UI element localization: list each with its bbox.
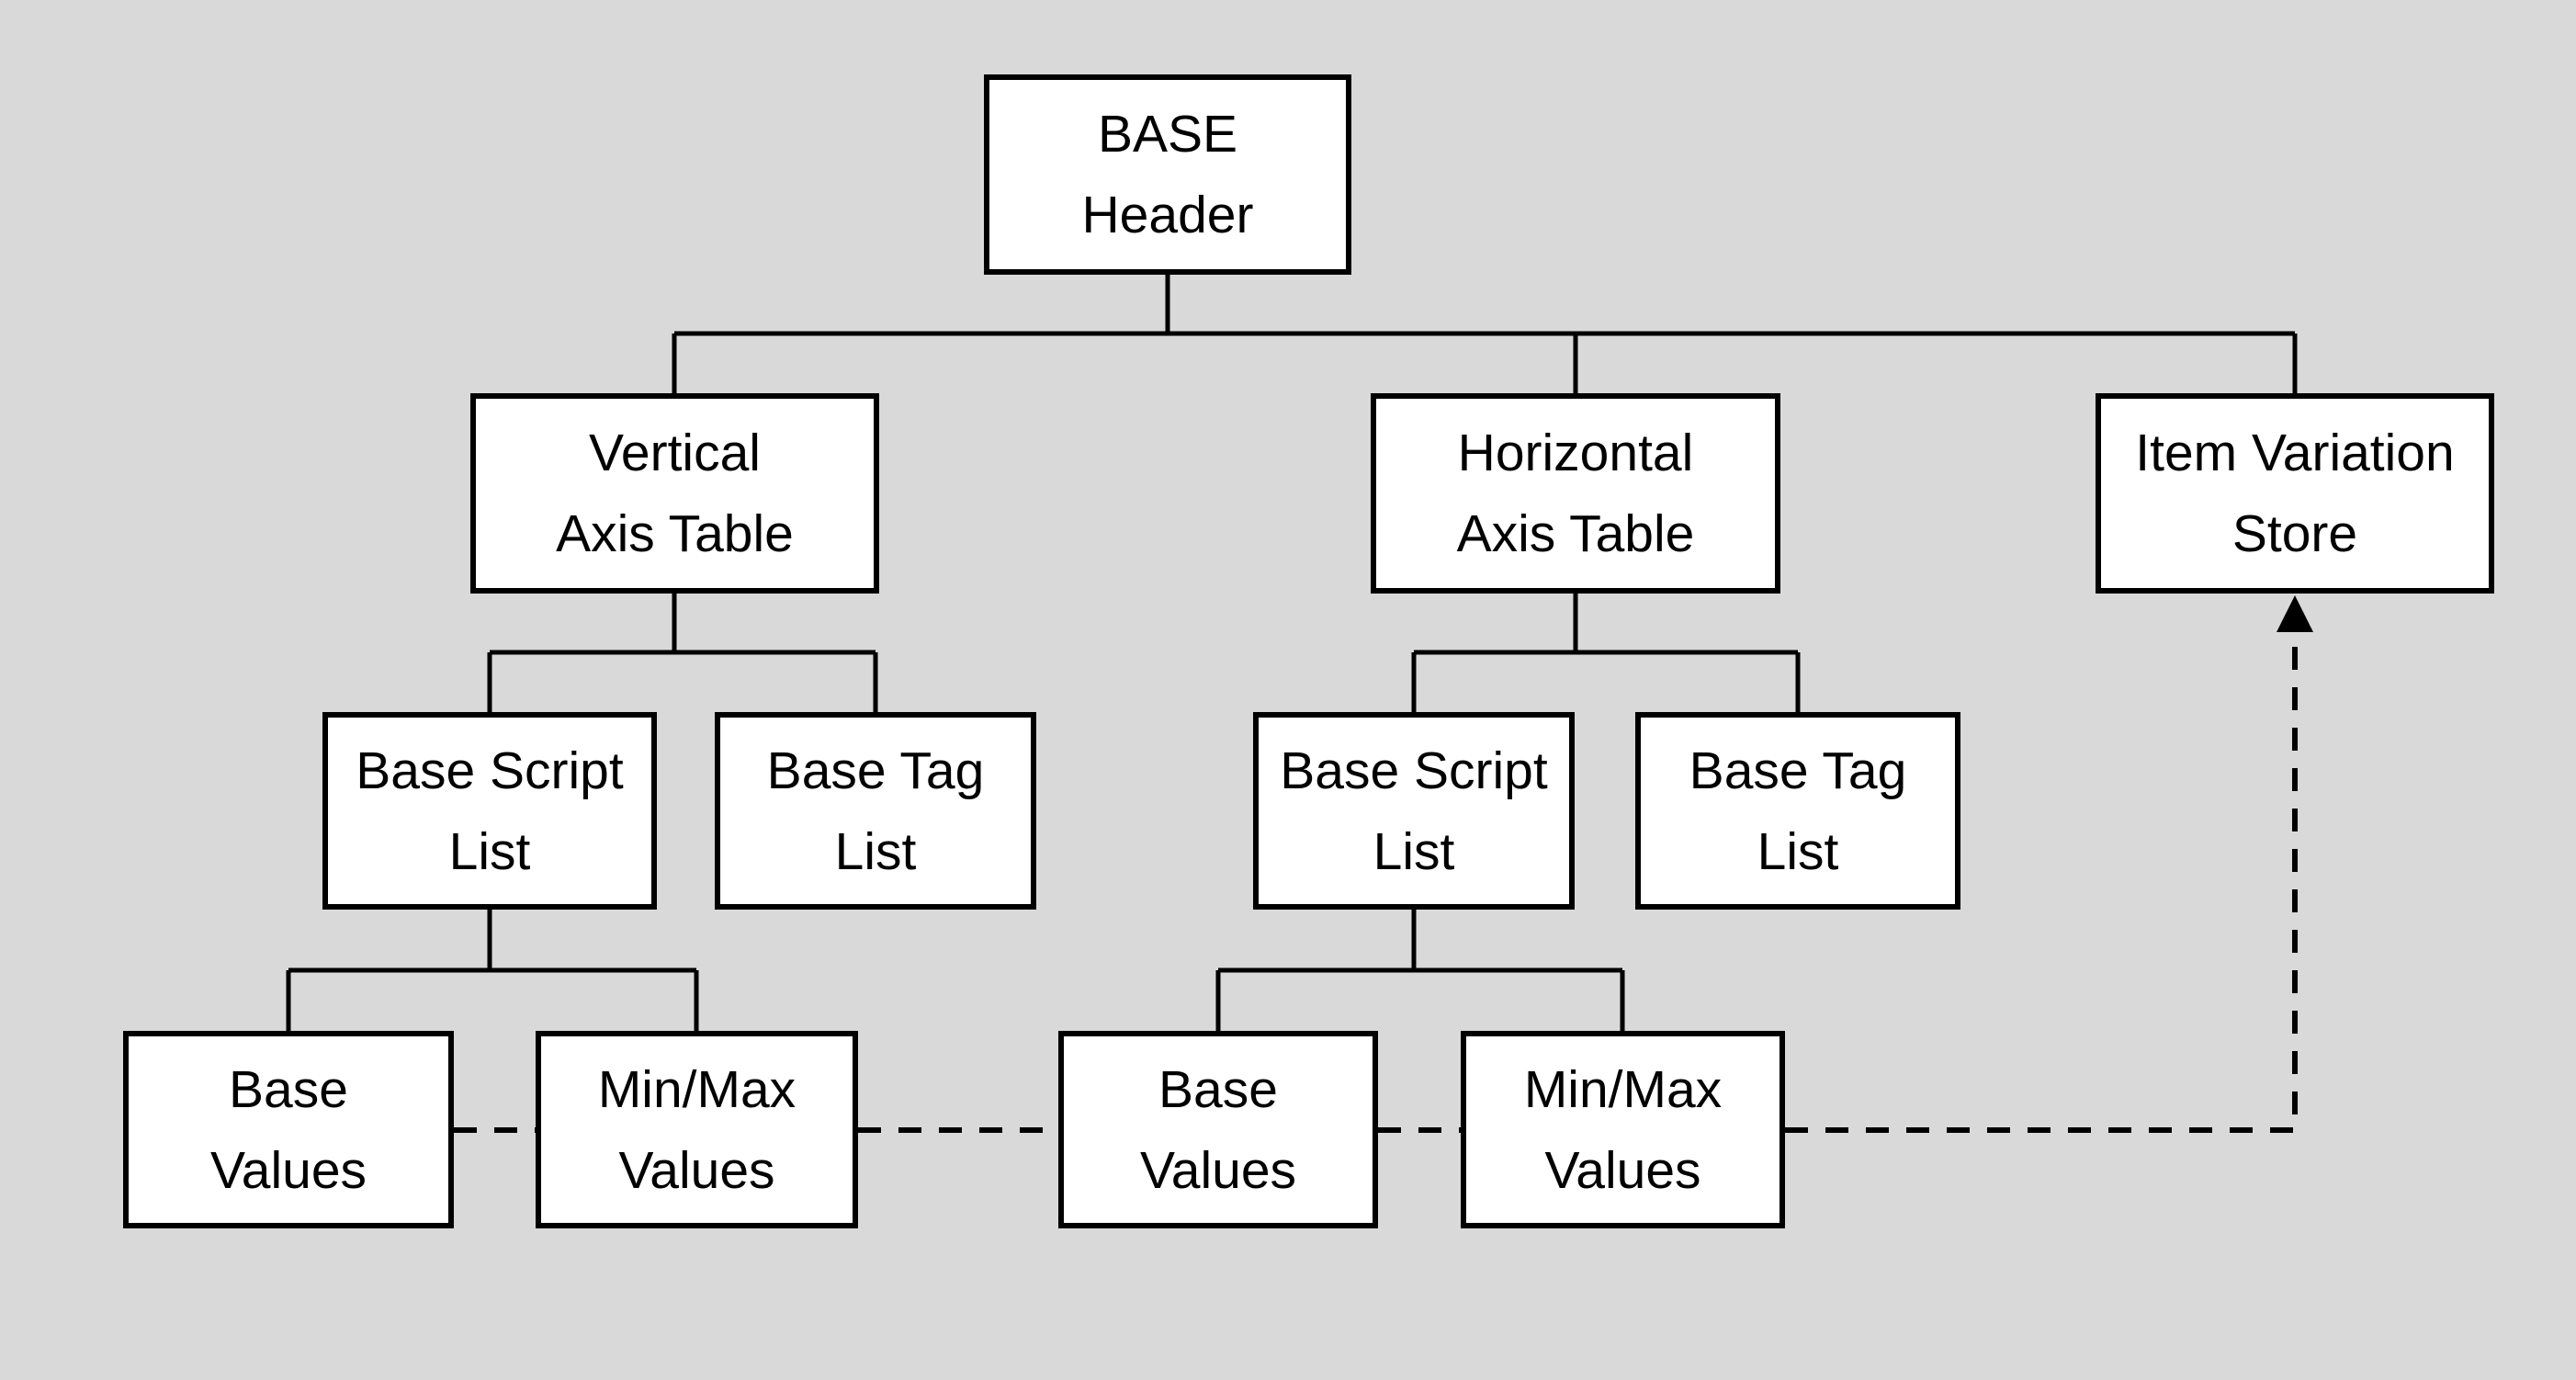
edge-base-header-to-children [672, 275, 2298, 396]
node-base-tag-list-horizontal: Base Tag List [1635, 712, 1960, 910]
node-min-max-values-vertical: Min/Max Values [536, 1031, 858, 1228]
node-label-base-tag-list-vertical: Base Tag List [766, 741, 985, 881]
edge-horizontal-axis-table-to-children [1411, 591, 1801, 715]
node-label-base-tag-list-horizontal: Base Tag List [1689, 741, 1907, 881]
edge-vertical-axis-table-to-children [487, 591, 878, 715]
node-item-variation-store: Item Variation Store [2096, 393, 2494, 594]
node-base-values-horizontal: Base Values [1058, 1031, 1378, 1228]
edge-base-script-list-vertical-to-children [286, 907, 699, 1034]
node-label-base-values-horizontal: Base Values [1139, 1059, 1297, 1200]
node-base-script-list-vertical: Base Script List [322, 712, 657, 910]
node-label-base-header: BASE Header [1081, 105, 1254, 244]
edge-base-script-list-horizontal-to-children [1215, 907, 1625, 1034]
node-base-header: BASE Header [984, 74, 1351, 275]
edge-dashed-values-to-item-variation-store [454, 634, 2298, 1133]
node-base-tag-list-vertical: Base Tag List [715, 712, 1036, 910]
node-label-vertical-axis-table: Vertical Axis Table [556, 424, 794, 563]
node-base-script-list-horizontal: Base Script List [1253, 712, 1575, 910]
node-label-base-script-list-horizontal: Base Script List [1280, 741, 1548, 881]
arrowhead-icon [2277, 595, 2313, 632]
node-label-item-variation-store: Item Variation Store [2135, 424, 2455, 563]
node-label-base-values-vertical: Base Values [209, 1059, 367, 1200]
node-vertical-axis-table: Vertical Axis Table [470, 393, 879, 594]
node-label-min-max-values-horizontal: Min/Max Values [1523, 1059, 1723, 1200]
node-horizontal-axis-table: Horizontal Axis Table [1371, 393, 1780, 594]
node-base-values-vertical: Base Values [123, 1031, 454, 1228]
node-label-min-max-values-vertical: Min/Max Values [597, 1059, 797, 1200]
node-label-horizontal-axis-table: Horizontal Axis Table [1456, 424, 1695, 563]
node-label-base-script-list-vertical: Base Script List [356, 741, 624, 881]
node-min-max-values-horizontal: Min/Max Values [1461, 1031, 1785, 1228]
